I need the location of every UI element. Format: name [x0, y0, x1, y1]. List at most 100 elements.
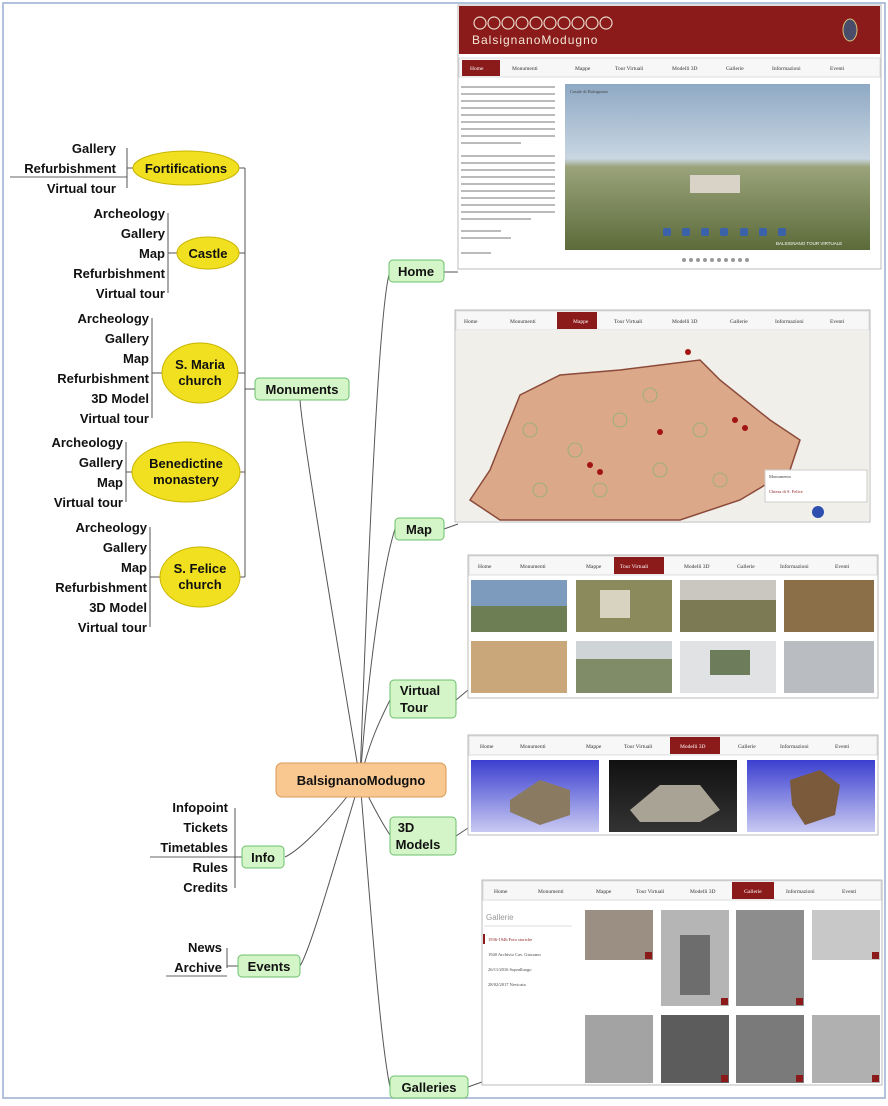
m3d-nav-monumenti[interactable]: Monumenti [520, 744, 546, 750]
s-felice-items: Archeology Gallery Map Refurbishment 3D … [55, 520, 148, 635]
node-fortifications[interactable]: Fortifications [132, 150, 240, 186]
castle-items: Archeology Gallery Map Refurbishment Vir… [73, 206, 166, 301]
benedictine-item: Virtual tour [54, 495, 123, 510]
vt-nav-modelli-3d[interactable]: Modelli 3D [684, 564, 710, 570]
vt-nav-tour-virtuali[interactable]: Tour Virtuali [620, 564, 649, 570]
map-popup-link[interactable]: Chiesa di S. Felice [769, 489, 803, 494]
m3d-nav-mappe[interactable]: Mappe [586, 744, 602, 750]
map-nav-informazioni[interactable]: Informazioni [775, 318, 804, 325]
node-s-maria-label-1: S. Maria [175, 357, 226, 372]
node-map[interactable]: Map [394, 517, 445, 541]
map-markers[interactable] [587, 349, 748, 475]
map-nav-monumenti[interactable]: Monumenti [510, 319, 536, 325]
node-events[interactable]: Events [237, 954, 301, 978]
vt-nav-monumenti[interactable]: Monumenti [520, 564, 546, 570]
gal-nav-modelli-3d[interactable]: Modelli 3D [690, 889, 716, 895]
map-location-icon[interactable] [812, 506, 824, 518]
vt-nav-informazioni[interactable]: Informazioni [780, 563, 809, 570]
nav-eventi[interactable]: Eventi [830, 66, 845, 72]
banner-ornament-icon [473, 16, 613, 30]
s-felice-item: Gallery [103, 540, 148, 555]
control-icon[interactable] [701, 228, 709, 236]
node-virtual-tour-label-1: Virtual [400, 683, 440, 698]
gal-nav-tour-virtuali[interactable]: Tour Virtuali [636, 889, 665, 895]
nav-modelli-3d[interactable]: Modelli 3D [672, 66, 698, 72]
gallery-thumb[interactable] [585, 1015, 653, 1083]
vt-thumb[interactable] [471, 641, 567, 693]
gallery-thumb[interactable] [661, 1015, 729, 1083]
control-icon[interactable] [740, 228, 748, 236]
node-galleries[interactable]: Galleries [389, 1075, 469, 1099]
nav-mappe[interactable]: Mappe [575, 66, 591, 72]
s-maria-item: Virtual tour [80, 411, 149, 426]
gallery-thumb[interactable] [812, 1015, 880, 1083]
node-monuments[interactable]: Monuments [254, 377, 350, 401]
vt-nav-eventi[interactable]: Eventi [835, 564, 850, 570]
gal-nav-gallerie[interactable]: Gallerie [744, 889, 762, 895]
node-home[interactable]: Home [388, 259, 445, 283]
gallery-thumb[interactable] [585, 910, 653, 960]
m3d-nav-tour-virtuali[interactable]: Tour Virtuali [624, 744, 653, 750]
map-nav-eventi[interactable]: Eventi [830, 319, 845, 325]
node-root[interactable]: BalsignanoModugno [275, 762, 447, 798]
m3d-nav-home[interactable]: Home [480, 744, 494, 750]
nav-home[interactable]: Home [470, 66, 484, 72]
gal-nav-eventi[interactable]: Eventi [842, 889, 857, 895]
gallery-list-item[interactable]: 26/11/2016 Sopralluogo [488, 967, 532, 972]
nav-informazioni[interactable]: Informazioni [772, 65, 801, 72]
map-popup [764, 469, 868, 503]
m3d-nav-modelli-3d[interactable]: Modelli 3D [680, 744, 706, 750]
gal-nav-informazioni[interactable]: Informazioni [786, 888, 815, 895]
home-tour-badge: BALSIGNANO TOUR VIRTUALE [776, 241, 842, 246]
vt-nav-home[interactable]: Home [478, 564, 492, 570]
node-castle[interactable]: Castle [176, 236, 240, 270]
nav-tour-virtuali[interactable]: Tour Virtuali [615, 66, 644, 72]
m3d-nav-gallerie[interactable]: Gallerie [738, 744, 756, 750]
map-nav-tour-virtuali[interactable]: Tour Virtuali [614, 319, 643, 325]
map-site-area [468, 359, 801, 521]
node-3d-models[interactable]: 3D Models [389, 816, 457, 856]
node-virtual-tour[interactable]: Virtual Tour [389, 679, 457, 719]
node-s-felice-church[interactable]: S. Felice church [159, 546, 241, 608]
nav-gallerie[interactable]: Gallerie [726, 66, 744, 72]
galleries-heading: Gallerie [486, 913, 514, 922]
m3d-nav-informazioni[interactable]: Informazioni [780, 743, 809, 750]
vt-thumb[interactable] [784, 580, 874, 632]
control-icon[interactable] [759, 228, 767, 236]
gallery-list-item[interactable]: 1936-1946 Foto storiche [488, 937, 532, 942]
screen-3d-models: Home Monumenti Mappe Tour Virtuali Model… [467, 734, 879, 836]
node-fortifications-label: Fortifications [145, 161, 227, 176]
vt-thumb[interactable] [784, 641, 874, 693]
control-icon[interactable] [663, 228, 671, 236]
nav-home-active[interactable] [462, 60, 500, 76]
carousel-dots[interactable] [682, 258, 749, 262]
control-icon[interactable] [682, 228, 690, 236]
gal-nav-mappe[interactable]: Mappe [596, 889, 612, 895]
gallery-thumb[interactable] [812, 910, 880, 960]
node-benedictine-monastery[interactable]: Benedictine monastery [131, 441, 241, 503]
gal-nav-home[interactable]: Home [494, 889, 508, 895]
home-panorama-image [565, 84, 870, 250]
map-nav-home[interactable]: Home [464, 319, 478, 325]
s-maria-item: Refurbishment [57, 371, 149, 386]
control-icon[interactable] [778, 228, 786, 236]
screen-galleries: Home Monumenti Mappe Tour Virtuali Model… [481, 879, 883, 1086]
panorama-building [690, 175, 740, 193]
nav-monumenti[interactable]: Monumenti [512, 66, 538, 72]
map-nav-modelli-3d[interactable]: Modelli 3D [672, 319, 698, 325]
gallery-list-item[interactable]: 1940 Archivio Cav. Giacomo [488, 952, 541, 957]
node-s-maria-church[interactable]: S. Maria church [161, 342, 239, 404]
m3d-nav-eventi[interactable]: Eventi [835, 744, 850, 750]
gallery-thumb[interactable] [736, 910, 804, 1006]
node-virtual-tour-label-2: Tour [400, 700, 428, 715]
gallery-list-item[interactable]: 28/02/2017 Nevicata [488, 982, 526, 987]
node-info[interactable]: Info [241, 845, 285, 869]
map-nav-mappe[interactable]: Mappe [573, 319, 589, 325]
control-icon[interactable] [720, 228, 728, 236]
map-nav-gallerie[interactable]: Gallerie [730, 319, 748, 325]
vt-nav-mappe[interactable]: Mappe [586, 564, 602, 570]
gal-nav-monumenti[interactable]: Monumenti [538, 889, 564, 895]
castle-item: Gallery [121, 226, 166, 241]
vt-nav-gallerie[interactable]: Gallerie [737, 564, 755, 570]
gallery-thumb[interactable] [736, 1015, 804, 1083]
